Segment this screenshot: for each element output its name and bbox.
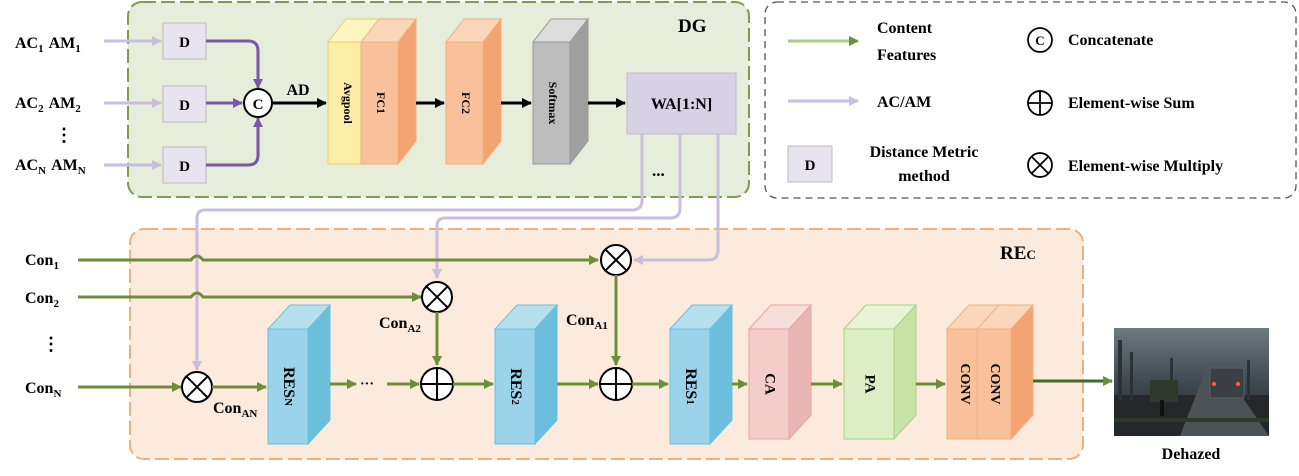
conv-label-1: CONV bbox=[957, 363, 972, 404]
avgpool-label: Avgpool bbox=[341, 82, 355, 124]
legend-multiply-icon bbox=[1027, 152, 1053, 178]
legend-sum-label: Element-wise Sum bbox=[1068, 95, 1195, 112]
legend-sum-icon bbox=[1027, 90, 1053, 116]
res-dots: ··· bbox=[360, 377, 374, 392]
fc2-block bbox=[444, 17, 503, 166]
res-2-block bbox=[493, 303, 559, 446]
wa-label: WA[1:N] bbox=[651, 96, 712, 113]
legend-distance-label-2: method bbox=[898, 168, 950, 185]
softmax-block bbox=[531, 17, 590, 166]
sum-node-2 bbox=[420, 367, 454, 401]
legend-content-label: Content bbox=[877, 20, 933, 37]
rec-label: REC bbox=[1000, 243, 1036, 264]
distance-box-n bbox=[162, 146, 207, 184]
con-a2-label: ConA2 bbox=[379, 315, 421, 335]
multiply-node-1 bbox=[600, 244, 632, 276]
legend-concat-icon bbox=[1027, 27, 1053, 53]
conv-label-2: CONV bbox=[987, 363, 1002, 404]
ad-label: AD bbox=[286, 82, 309, 99]
distance-box-2-label: D bbox=[179, 98, 190, 114]
legend-content-label-2: Features bbox=[877, 47, 936, 64]
fc1-label: FC1 bbox=[374, 92, 388, 114]
multiply-node-2 bbox=[421, 281, 453, 313]
legend-d-box bbox=[787, 145, 833, 183]
output-label: Dehazed bbox=[1162, 446, 1221, 463]
pa-block bbox=[842, 303, 918, 441]
softmax-label: Softmax bbox=[546, 82, 560, 125]
ca-block bbox=[747, 303, 813, 441]
con-line-1 bbox=[78, 254, 599, 265]
wa-dots: ... bbox=[652, 161, 665, 180]
legend-concat-label: Concatenate bbox=[1068, 32, 1153, 49]
dg-label: DG bbox=[678, 16, 707, 37]
con-label-1: Con1 bbox=[25, 252, 59, 272]
dehazed-image bbox=[1114, 328, 1269, 436]
legend-d-letter: D bbox=[805, 158, 816, 174]
distance-box-n-label: D bbox=[179, 159, 190, 175]
sum-node-1 bbox=[599, 367, 633, 401]
con-line-2 bbox=[78, 291, 422, 302]
distance-box-1-label: D bbox=[179, 35, 190, 51]
con-label-2: Con2 bbox=[25, 290, 59, 310]
con-an-label: ConAN bbox=[213, 400, 257, 420]
fc1-block bbox=[359, 17, 418, 166]
con-a1-label: ConA1 bbox=[566, 312, 608, 332]
wa-line-2 bbox=[432, 134, 682, 279]
legend-distance-label: Distance Metric bbox=[870, 144, 979, 161]
multiply-node-n bbox=[181, 371, 213, 403]
concat-in-1 bbox=[206, 39, 263, 89]
input-dots: ⋮ bbox=[55, 125, 73, 145]
wa-line-1 bbox=[633, 134, 720, 265]
ca-label: CA bbox=[762, 373, 778, 395]
legend-acam-label: AC/AM bbox=[877, 94, 931, 111]
fc2-label: FC2 bbox=[459, 92, 473, 114]
distance-box-2 bbox=[162, 85, 207, 123]
concat-node-letter: C bbox=[253, 97, 264, 113]
res-n-block bbox=[266, 303, 332, 446]
concat-in-n bbox=[206, 117, 263, 167]
pa-label: PA bbox=[862, 375, 878, 394]
res-1-block bbox=[668, 303, 734, 446]
conv-block-2 bbox=[975, 303, 1035, 441]
res-1-label: RES1 bbox=[682, 368, 699, 405]
legend-multiply-label: Element-wise Multiply bbox=[1068, 158, 1223, 175]
con-label-n: ConN bbox=[25, 380, 61, 400]
res-n-label: RESN bbox=[280, 367, 297, 406]
res-2-label: RES2 bbox=[507, 368, 524, 405]
wa-line-n bbox=[192, 134, 644, 371]
legend-concat-letter: C bbox=[1035, 33, 1044, 48]
con-dots: ⋮ bbox=[42, 334, 60, 354]
